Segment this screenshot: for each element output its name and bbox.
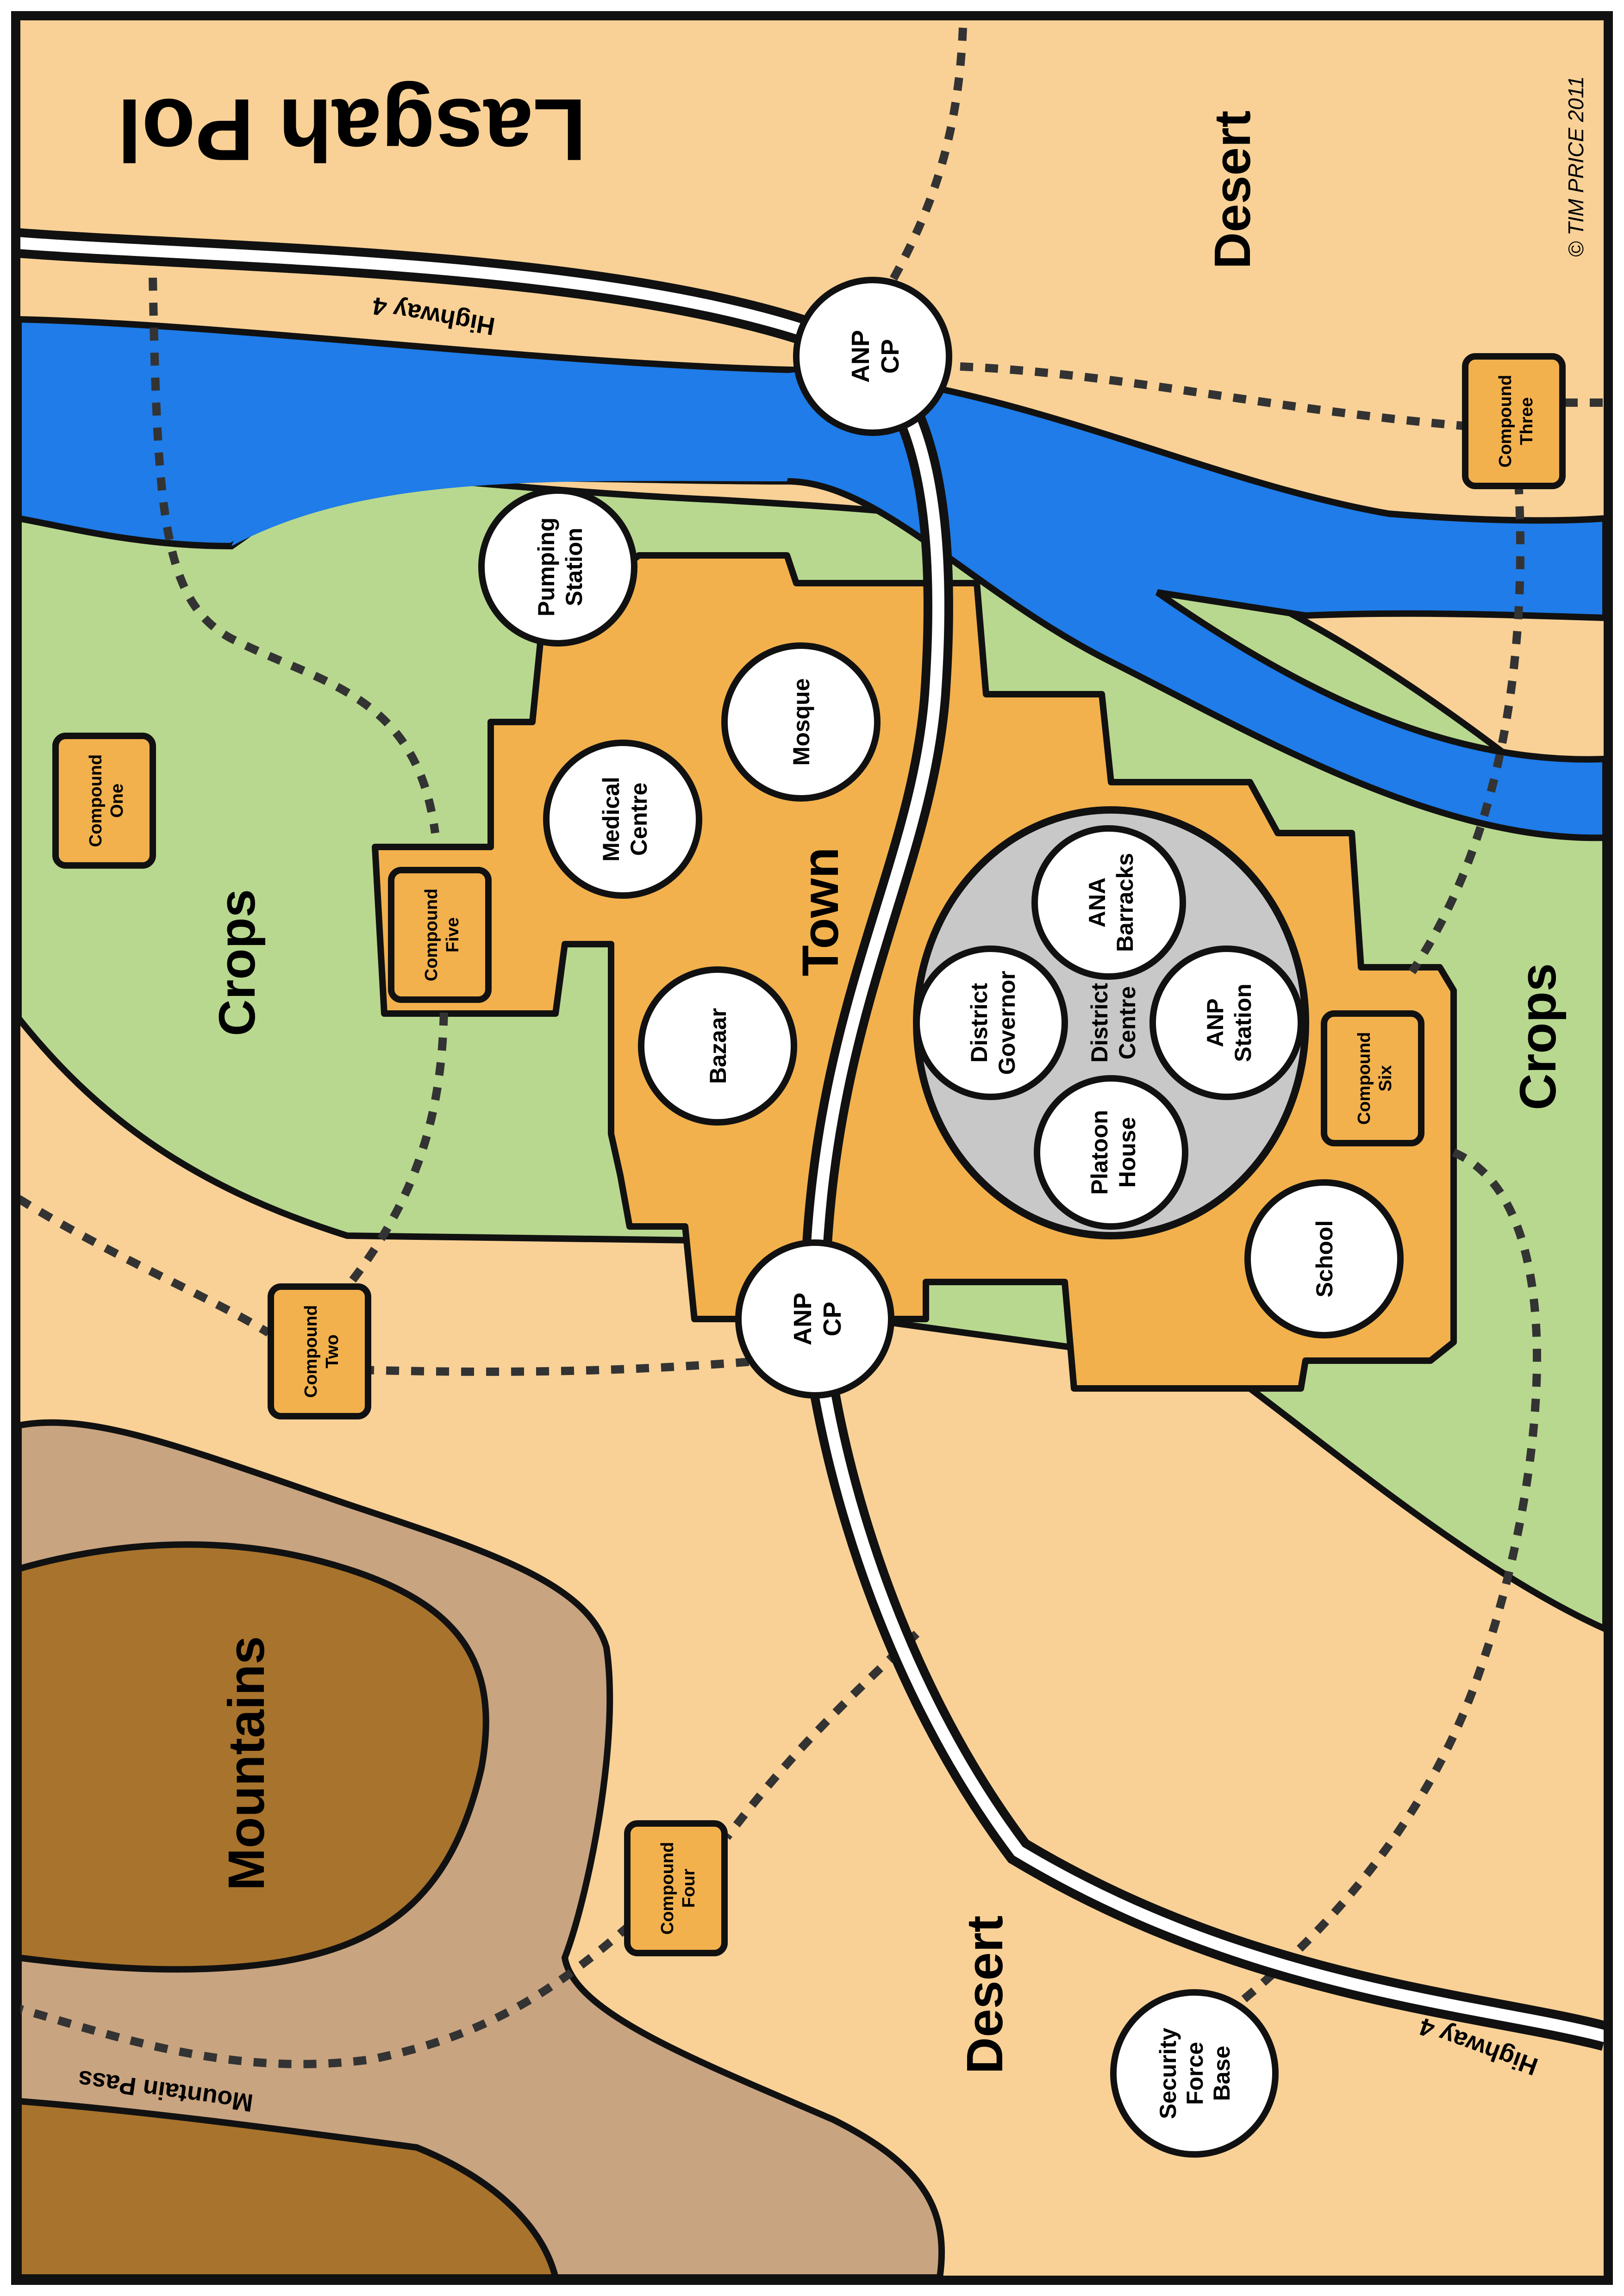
anp-cp-south-label: ANP CP (789, 1293, 846, 1345)
svg-text:Compound: Compound (301, 1305, 321, 1398)
compound-three[interactable] (1462, 353, 1566, 489)
svg-text:Station: Station (1230, 983, 1256, 1062)
bazaar[interactable] (638, 966, 797, 1126)
track-compound-three-six (1408, 481, 1525, 974)
mountains-label: Mountains (218, 1636, 275, 1891)
svg-text:Barracks: Barracks (1112, 853, 1138, 952)
svg-text:Three: Three (1517, 397, 1537, 445)
svg-text:ANP: ANP (847, 330, 874, 383)
track-north-cp-desert (885, 27, 967, 289)
svg-text:Compound: Compound (1355, 1032, 1374, 1125)
svg-text:House: House (1114, 1117, 1140, 1188)
svg-text:District: District (966, 983, 992, 1063)
district-centre (913, 806, 1309, 1239)
anp-cp-north-label: ANP CP (847, 330, 904, 383)
anp-cp-south[interactable] (735, 1239, 894, 1399)
highway-4 (17, 228, 1610, 2051)
anp-cp-north[interactable] (793, 277, 952, 436)
svg-text:One: One (107, 784, 127, 818)
svg-text:School: School (1312, 1220, 1337, 1298)
track-compound-five-north (149, 277, 439, 834)
platoon-house-label: Platoon House (1087, 1110, 1140, 1195)
svg-text:Centre: Centre (1114, 986, 1140, 1059)
svg-text:Compound: Compound (1496, 375, 1515, 468)
district-centre-label: District Centre (1087, 983, 1140, 1063)
compound-one-label: Compound One (86, 754, 127, 847)
platoon-house[interactable] (1034, 1075, 1188, 1230)
svg-text:CP: CP (818, 1301, 846, 1336)
desert-label-north: Desert (1204, 111, 1261, 269)
svg-text:ANA: ANA (1084, 877, 1110, 927)
track-compound-two-cp (361, 1356, 764, 1376)
desert-label-south: Desert (956, 1916, 1013, 2074)
map-title: Lasgah Pol (117, 81, 587, 179)
mosque[interactable] (721, 642, 881, 802)
svg-text:District: District (1087, 983, 1112, 1063)
compound-four[interactable] (624, 1820, 728, 1956)
pumping-station[interactable] (478, 487, 637, 647)
svg-text:Base: Base (1209, 2046, 1235, 2101)
svg-text:Centre: Centre (626, 783, 652, 856)
svg-text:Five: Five (443, 917, 462, 952)
svg-text:Security: Security (1155, 2028, 1181, 2119)
svg-text:Pumping: Pumping (533, 517, 559, 616)
district-governor[interactable] (913, 946, 1068, 1100)
crops-label-east: Crops (1510, 963, 1567, 1110)
svg-text:Mosque: Mosque (788, 678, 814, 766)
track-north-cp-compound-three (935, 361, 1463, 430)
anp-station-label: ANP Station (1202, 983, 1256, 1062)
medical-centre-label: Medical Centre (598, 777, 652, 861)
school[interactable] (1244, 1179, 1404, 1338)
svg-text:Six: Six (1376, 1065, 1395, 1091)
district-governor-label: District Governor (966, 971, 1020, 1075)
map-frame (11, 11, 1613, 2285)
svg-text:Station: Station (561, 528, 587, 606)
copyright: © TIM PRICE 2011 (1564, 76, 1588, 257)
svg-text:ANP: ANP (1202, 998, 1228, 1047)
river-fork-north (231, 370, 810, 546)
mosque-label: Mosque (788, 678, 814, 766)
compound-three-label: Compound Three (1496, 375, 1537, 468)
security-force-base-label: Security Force Base (1155, 2028, 1235, 2119)
svg-text:Governor: Governor (994, 971, 1020, 1075)
highway-north-fill (18, 237, 1607, 2042)
svg-text:Platoon: Platoon (1087, 1110, 1112, 1195)
svg-text:Medical: Medical (598, 777, 624, 861)
anp-station[interactable] (1149, 946, 1304, 1100)
compound-five[interactable] (388, 867, 492, 1003)
compound-two-label: Compound Two (301, 1305, 342, 1398)
svg-text:CP: CP (876, 339, 904, 373)
compound-six[interactable] (1321, 1010, 1424, 1146)
svg-text:Compound: Compound (658, 1842, 677, 1935)
svg-text:Compound: Compound (422, 889, 441, 982)
pumping-station-label: Pumping Station (533, 517, 587, 616)
svg-text:Four: Four (679, 1869, 699, 1908)
bazaar-label: Bazaar (705, 1008, 731, 1084)
medical-centre[interactable] (543, 740, 702, 899)
tracks (16, 27, 1605, 2068)
svg-text:Force: Force (1182, 2042, 1208, 2105)
track-compound-two-five (321, 962, 449, 1318)
compound-four-label: Compound Four (658, 1842, 699, 1935)
school-label: School (1312, 1220, 1337, 1298)
svg-text:ANP: ANP (789, 1293, 817, 1345)
security-force-base[interactable] (1110, 1989, 1279, 2158)
compound-two[interactable] (268, 1283, 371, 1419)
mountains-inner (15, 1541, 489, 1973)
ana-barracks-label: ANA Barracks (1084, 853, 1138, 952)
track-mountain-pass (17, 1922, 632, 2068)
track-compound-two-west (16, 1195, 271, 1337)
svg-text:Compound: Compound (86, 754, 106, 847)
compound-five-label: Compound Five (422, 889, 462, 982)
crops-label-west: Crops (209, 889, 266, 1036)
svg-text:Bazaar: Bazaar (705, 1008, 731, 1084)
svg-text:Two: Two (323, 1334, 342, 1368)
track-school-base (1224, 1148, 1541, 2017)
town-label: Town (792, 847, 849, 977)
mountains-inner-south (15, 2097, 560, 2281)
compound-one[interactable] (52, 733, 156, 869)
compound-six-label: Compound Six (1355, 1032, 1395, 1125)
ana-barracks[interactable] (1031, 825, 1186, 980)
